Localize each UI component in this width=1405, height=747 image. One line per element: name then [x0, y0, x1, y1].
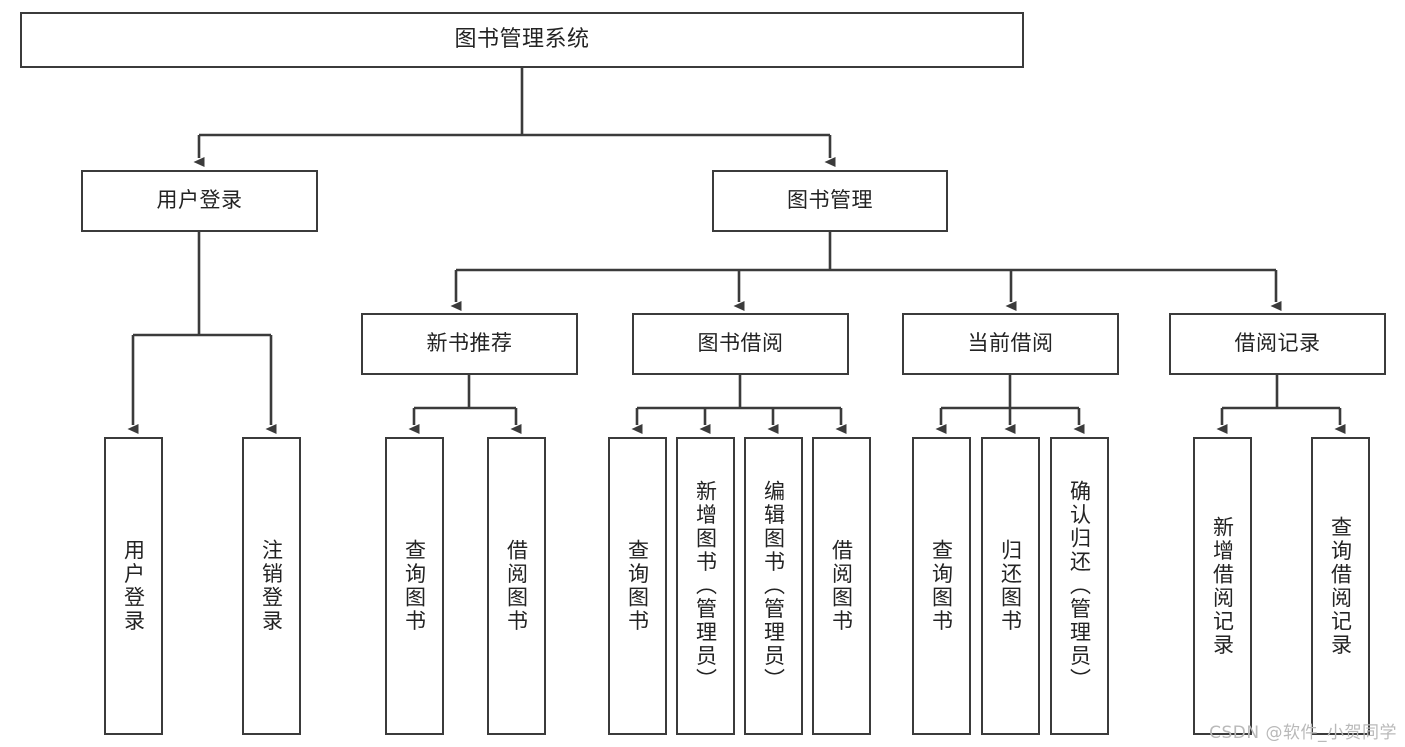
node-label: 借阅图书	[504, 539, 529, 633]
leaf-confirm-return[interactable]: 确认归还（管理员）	[1050, 437, 1109, 735]
leaf-query-book-3[interactable]: 查询图书	[912, 437, 971, 735]
node-book-management[interactable]: 图书管理	[712, 170, 948, 232]
csdn-watermark: CSDN @软件_小贺同学	[1209, 723, 1397, 743]
node-label: 图书管理系统	[454, 26, 590, 52]
node-label: 图书管理	[787, 188, 873, 213]
leaf-edit-book[interactable]: 编辑图书（管理员）	[744, 437, 803, 735]
leaf-return-book[interactable]: 归还图书	[981, 437, 1040, 735]
node-label: 借阅记录	[1234, 331, 1321, 356]
leaf-borrow-book-1[interactable]: 借阅图书	[487, 437, 546, 735]
node-label: 用户登录	[156, 188, 243, 213]
node-label: 借阅图书	[829, 539, 854, 633]
leaf-add-book[interactable]: 新增图书（管理员）	[676, 437, 735, 735]
leaf-add-record[interactable]: 新增借阅记录	[1193, 437, 1252, 735]
node-label: 确认归还（管理员）	[1067, 480, 1092, 692]
node-label: 归还图书	[998, 539, 1023, 633]
leaf-user-login[interactable]: 用户登录	[104, 437, 163, 735]
node-label: 注销登录	[259, 539, 284, 633]
leaf-query-record[interactable]: 查询借阅记录	[1311, 437, 1370, 735]
node-label: 查询图书	[929, 539, 954, 633]
node-label: 用户登录	[121, 539, 146, 633]
node-label: 查询图书	[625, 539, 650, 633]
leaf-borrow-book-2[interactable]: 借阅图书	[812, 437, 871, 735]
node-borrow-record[interactable]: 借阅记录	[1169, 313, 1386, 375]
node-new-book-recommend[interactable]: 新书推荐	[361, 313, 578, 375]
node-book-borrow[interactable]: 图书借阅	[632, 313, 849, 375]
node-user-login[interactable]: 用户登录	[81, 170, 318, 232]
node-label: 新书推荐	[426, 331, 513, 356]
leaf-logout-login[interactable]: 注销登录	[242, 437, 301, 735]
node-label: 编辑图书（管理员）	[761, 480, 786, 692]
node-label: 查询图书	[402, 539, 427, 633]
node-current-borrow[interactable]: 当前借阅	[902, 313, 1119, 375]
node-root-system[interactable]: 图书管理系统	[20, 12, 1024, 68]
leaf-query-book-1[interactable]: 查询图书	[385, 437, 444, 735]
node-label: 图书借阅	[697, 331, 784, 356]
node-label: 新增图书（管理员）	[693, 480, 718, 692]
node-label: 查询借阅记录	[1328, 515, 1353, 657]
node-label: 新增借阅记录	[1210, 515, 1235, 657]
leaf-query-book-2[interactable]: 查询图书	[608, 437, 667, 735]
node-label: 当前借阅	[967, 331, 1054, 356]
